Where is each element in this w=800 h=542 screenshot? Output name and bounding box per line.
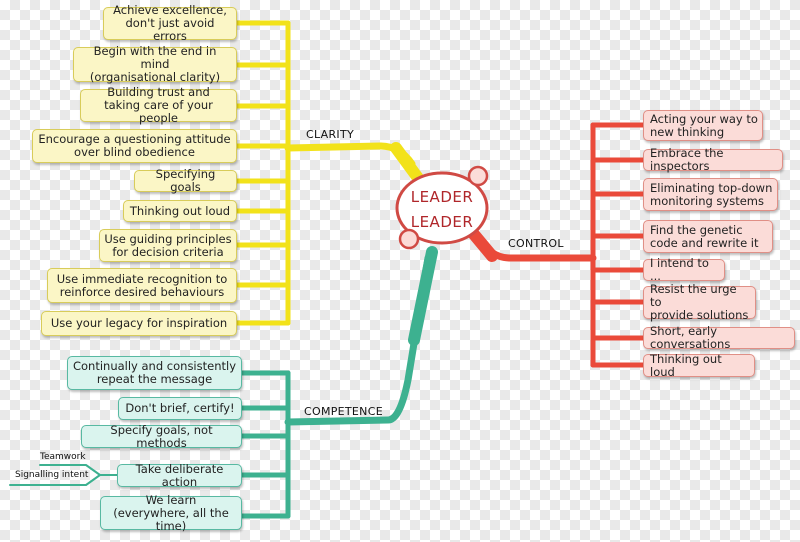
clarity-node[interactable]: Encourage a questioning attitude over bl…	[32, 129, 237, 163]
control-node[interactable]: Acting your way to new thinking	[643, 110, 763, 141]
clarity-node[interactable]: Use guiding principles for decision crit…	[99, 229, 237, 262]
clarity-node[interactable]: Use immediate recognition to reinforce d…	[47, 268, 237, 303]
control-connectors	[466, 122, 646, 368]
control-node[interactable]: Find the genetic code and rewrite it	[643, 220, 773, 253]
center-node-handle	[398, 228, 420, 250]
control-node[interactable]: Eliminating top-down monitoring systems	[643, 178, 778, 211]
center-label-bottom: LEADER	[410, 213, 474, 231]
clarity-node[interactable]: Building trust and taking care of your p…	[80, 86, 237, 125]
control-node[interactable]: Thinking out loud	[643, 352, 755, 378]
control-node[interactable]: Short, early conversations	[643, 325, 795, 351]
clarity-node[interactable]: Specifying goals	[134, 168, 237, 194]
control-node[interactable]: Embrace the inspectors	[643, 147, 783, 173]
competence-node[interactable]: Don't brief, certify!	[118, 397, 242, 420]
clarity-node[interactable]: Thinking out loud	[123, 200, 237, 222]
branch-label-control: CONTROL	[508, 237, 564, 250]
competence-connectors	[9, 246, 438, 519]
branch-label-clarity: CLARITY	[306, 128, 355, 141]
control-node[interactable]: I intend to ...	[643, 257, 725, 283]
center-node-handle	[467, 165, 489, 187]
sub-label-teamwork: Teamwork	[40, 452, 86, 462]
sub-label-signalling-intent: Signalling intent	[15, 470, 89, 480]
competence-node[interactable]: Specify goals, not methods	[81, 423, 242, 449]
competence-node[interactable]: Continually and consistently repeat the …	[67, 356, 242, 390]
competence-node[interactable]: Take deliberate action	[117, 462, 242, 488]
control-node[interactable]: Resist the urge to provide solutions	[643, 283, 756, 322]
clarity-node[interactable]: Begin with the end in mind (organisation…	[73, 45, 237, 84]
clarity-node[interactable]: Achieve excellence, don't just avoid err…	[103, 4, 237, 43]
clarity-connectors	[234, 20, 424, 326]
branch-label-competence: COMPETENCE	[304, 405, 383, 418]
competence-node[interactable]: We learn (everywhere, all the time)	[100, 493, 242, 532]
center-label-top: LEADER	[410, 188, 474, 206]
clarity-node[interactable]: Use your legacy for inspiration	[41, 311, 237, 336]
center-node	[395, 165, 489, 250]
